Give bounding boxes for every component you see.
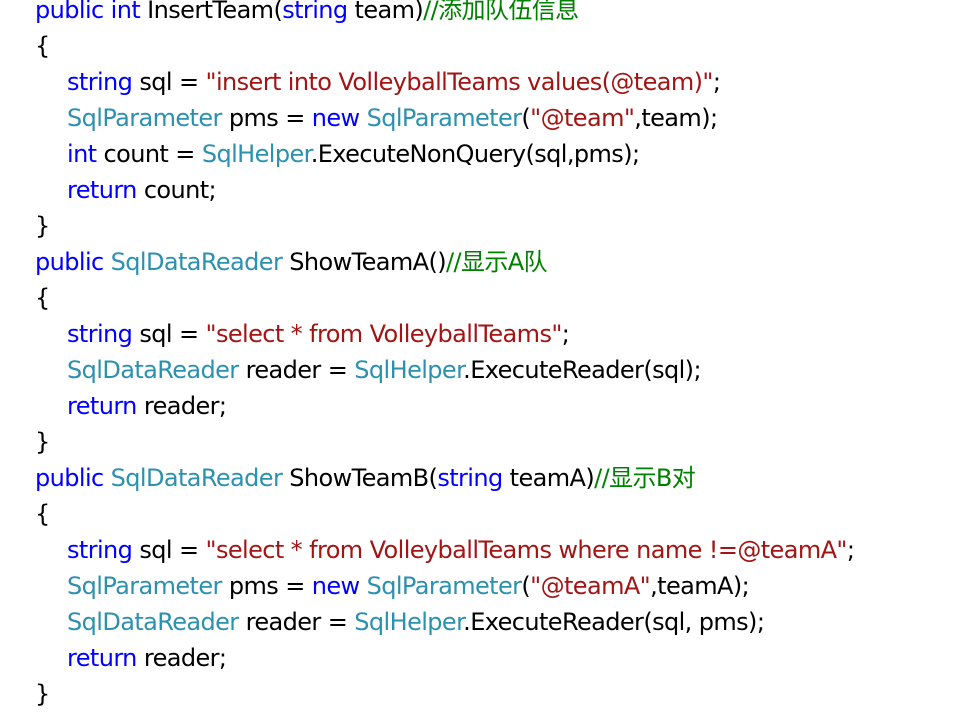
code-token-plain: ShowTeamA() <box>282 248 447 276</box>
code-line: { <box>35 28 854 64</box>
code-token-plain: ShowTeamB( <box>282 464 438 492</box>
code-line: } <box>35 676 854 712</box>
code-token-plain: sql = <box>132 320 206 348</box>
code-token-type: SqlParameter <box>67 572 222 600</box>
code-token-type: SqlParameter <box>366 572 522 600</box>
code-token-cmt: //显示A队 <box>446 248 548 276</box>
code-token-plain: { <box>35 500 50 528</box>
code-token-plain: ; <box>846 536 855 564</box>
code-token-plain <box>104 248 111 276</box>
code-token-plain: pms = <box>221 104 312 132</box>
code-token-str: "select * from VolleyballTeams where nam… <box>205 536 848 564</box>
code-token-plain: .ExecuteReader(sql); <box>463 356 701 384</box>
code-token-kw: return <box>67 176 137 204</box>
code-token-plain: } <box>35 680 50 708</box>
code-token-plain <box>104 0 111 24</box>
code-line: int count = SqlHelper.ExecuteNonQuery(sq… <box>35 136 854 172</box>
code-token-type: SqlDataReader <box>110 464 283 492</box>
code-token-kw: public <box>35 248 104 276</box>
code-token-plain: team) <box>347 0 424 24</box>
code-line: return reader; <box>35 640 854 676</box>
code-line: SqlDataReader reader = SqlHelper.Execute… <box>35 604 854 640</box>
code-token-kw: return <box>67 392 137 420</box>
code-token-kw: public <box>35 0 104 24</box>
code-line: string sql = "select * from VolleyballTe… <box>35 532 855 568</box>
code-token-kw: public <box>35 464 104 492</box>
code-token-kw: string <box>67 320 133 348</box>
code-line: public SqlDataReader ShowTeamA()//显示A队 <box>35 244 854 280</box>
code-token-plain: InsertTeam( <box>140 0 283 24</box>
code-token-plain: ; <box>712 68 721 96</box>
code-token-plain <box>360 572 367 600</box>
code-line: { <box>35 280 854 316</box>
code-token-str: "@team" <box>530 104 635 132</box>
code-token-plain: reader; <box>136 644 227 672</box>
code-token-kw: new <box>311 572 360 600</box>
code-line: return reader; <box>35 388 854 424</box>
code-token-plain: count = <box>96 140 202 168</box>
code-token-cmt: //显示B对 <box>594 464 696 492</box>
code-line: SqlDataReader reader = SqlHelper.Execute… <box>35 352 854 388</box>
code-token-kw: string <box>437 464 503 492</box>
code-line: string sql = "insert into VolleyballTeam… <box>35 64 854 100</box>
code-token-kw: int <box>110 0 141 24</box>
code-token-plain: ( <box>521 572 531 600</box>
code-token-kw: return <box>67 644 137 672</box>
code-line: return count; <box>35 172 854 208</box>
code-token-type: SqlParameter <box>366 104 522 132</box>
code-line: string sql = "select * from VolleyballTe… <box>35 316 854 352</box>
code-token-plain: ,team); <box>634 104 718 132</box>
code-token-plain: ; <box>561 320 570 348</box>
code-line: } <box>35 424 854 460</box>
code-line: SqlParameter pms = new SqlParameter("@te… <box>35 568 854 604</box>
code-token-plain: ,teamA); <box>650 572 750 600</box>
code-token-plain: reader = <box>238 356 355 384</box>
code-token-plain: count; <box>136 176 217 204</box>
code-token-cmt: //添加队伍信息 <box>423 0 579 24</box>
code-token-str: "insert into VolleyballTeams values(@tea… <box>205 68 714 96</box>
code-token-str: "@teamA" <box>530 572 651 600</box>
code-token-plain: teamA) <box>502 464 595 492</box>
code-token-plain: .ExecuteNonQuery(sql,pms); <box>310 140 640 168</box>
code-token-kw: string <box>67 68 133 96</box>
code-token-plain: pms = <box>221 572 312 600</box>
code-token-plain: { <box>35 284 50 312</box>
code-token-kw: string <box>282 0 348 24</box>
code-token-str: "select * from VolleyballTeams" <box>205 320 563 348</box>
code-token-plain: ( <box>521 104 531 132</box>
code-token-plain: .ExecuteReader(sql, pms); <box>463 608 765 636</box>
code-line: public int InsertTeam(string team)//添加队伍… <box>35 0 854 28</box>
code-token-type: SqlDataReader <box>67 356 239 384</box>
code-line: SqlParameter pms = new SqlParameter("@te… <box>35 100 854 136</box>
code-token-plain: sql = <box>132 536 206 564</box>
code-token-plain: sql = <box>132 68 206 96</box>
code-token-type: SqlHelper <box>354 356 464 384</box>
code-token-type: SqlHelper <box>354 608 464 636</box>
code-token-kw: int <box>67 140 97 168</box>
code-token-plain <box>360 104 367 132</box>
code-token-type: SqlHelper <box>201 140 311 168</box>
code-token-plain <box>104 464 111 492</box>
code-token-type: SqlDataReader <box>67 608 239 636</box>
code-token-type: SqlParameter <box>67 104 222 132</box>
code-editor-view[interactable]: public int InsertTeam(string team)//添加队伍… <box>35 0 855 712</box>
code-token-plain: reader = <box>238 608 355 636</box>
code-token-plain: } <box>35 428 50 456</box>
code-line: public SqlDataReader ShowTeamB(string te… <box>35 460 854 496</box>
code-token-plain: } <box>35 212 50 240</box>
code-token-type: SqlDataReader <box>110 248 283 276</box>
code-token-kw: new <box>311 104 360 132</box>
code-line: } <box>35 208 854 244</box>
code-line: { <box>35 496 854 532</box>
code-token-plain: reader; <box>136 392 227 420</box>
code-token-plain: { <box>35 32 50 60</box>
code-token-kw: string <box>67 536 133 564</box>
